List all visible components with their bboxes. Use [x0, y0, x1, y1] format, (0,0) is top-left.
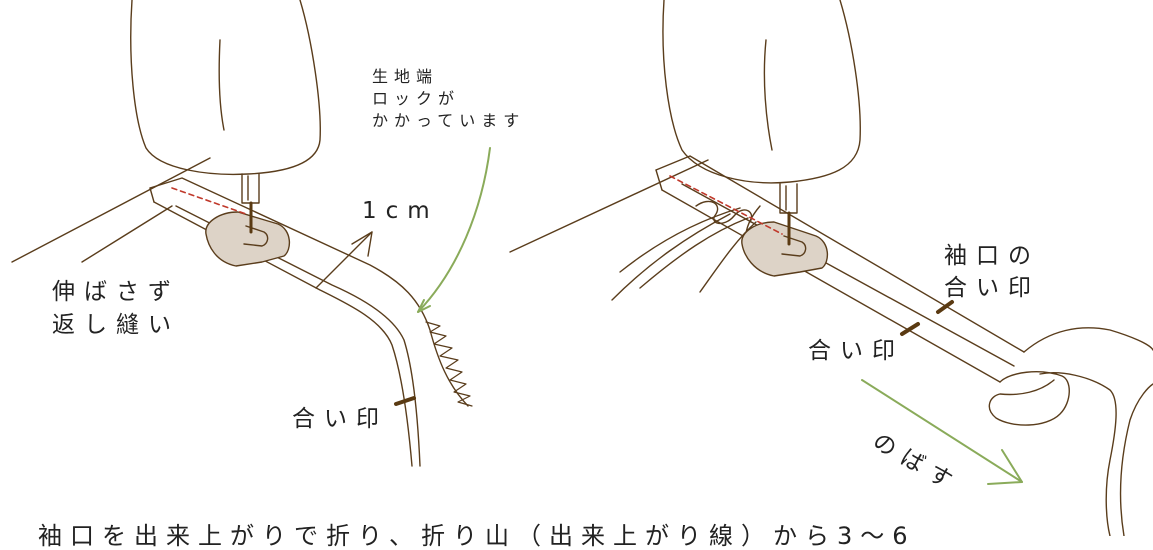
- label-1cm: 1cm: [362, 198, 439, 224]
- label-cuff-line1: 袖口の: [944, 243, 1040, 269]
- fabric-folds: [611, 205, 761, 301]
- right-panel: [509, 0, 1153, 536]
- label-match-mark-right: 合い印: [808, 338, 904, 364]
- label-match-mark-left: 合い印: [292, 406, 388, 432]
- garment-edge-right: [509, 159, 709, 253]
- tape-end-right: [655, 169, 663, 191]
- label-edge-line1: 生地端: [372, 67, 439, 86]
- tape-bottom-left: [153, 201, 413, 467]
- machine-arm-crease-left: [218, 39, 225, 131]
- overlock-zigzag: [425, 321, 473, 407]
- match-mark-right-1: [900, 322, 920, 336]
- tape-top-right: [655, 155, 1025, 353]
- hand: [988, 327, 1153, 536]
- machine-arm-crease-right: [763, 39, 773, 151]
- machine-arm-left: [130, 0, 321, 176]
- tape-end-left: [149, 187, 155, 203]
- left-panel: [11, 0, 491, 467]
- machine-arm-right: [662, 0, 861, 184]
- edge-arrow: [417, 147, 491, 313]
- match-mark-left: [394, 396, 416, 406]
- presser-foot-left: [205, 211, 291, 267]
- label-cuff-match: 袖口の 合い印: [944, 240, 1040, 304]
- label-edge-line2: ロックが: [372, 89, 461, 108]
- tape-bottom-right: [661, 189, 1001, 383]
- label-backstitch-line1: 伸ばさず: [52, 279, 180, 305]
- presser-foot-right: [741, 221, 829, 277]
- backstitch-dashes-left: [171, 187, 247, 215]
- label-backstitch-line2: 返し縫い: [52, 312, 180, 338]
- label-cuff-line2: 合い印: [944, 275, 1040, 301]
- garment-edge-left: [11, 157, 211, 263]
- caption-partial: 袖口を出来上がりで折り、折り山（出来上がり線）から3〜6: [38, 522, 916, 550]
- tape-top-left: [149, 177, 469, 407]
- stitch-dashes-right: [669, 175, 783, 235]
- sewing-diagram: [11, 0, 1153, 536]
- match-mark-right-2: [936, 300, 954, 314]
- label-edge-locked: 生地端 ロックが かかっています: [372, 66, 525, 132]
- stretch-arrow: [861, 379, 1023, 483]
- backstitch-leader: [81, 205, 173, 263]
- tape-inner-right: [681, 183, 1015, 367]
- needle-bar-right: [779, 183, 798, 214]
- label-edge-line3: かかっています: [372, 111, 526, 130]
- label-backstitch: 伸ばさず 返し縫い: [52, 276, 180, 342]
- tape-inner-left: [175, 205, 421, 467]
- needle-bar-left: [241, 173, 260, 204]
- stitch-swirl: [695, 200, 753, 224]
